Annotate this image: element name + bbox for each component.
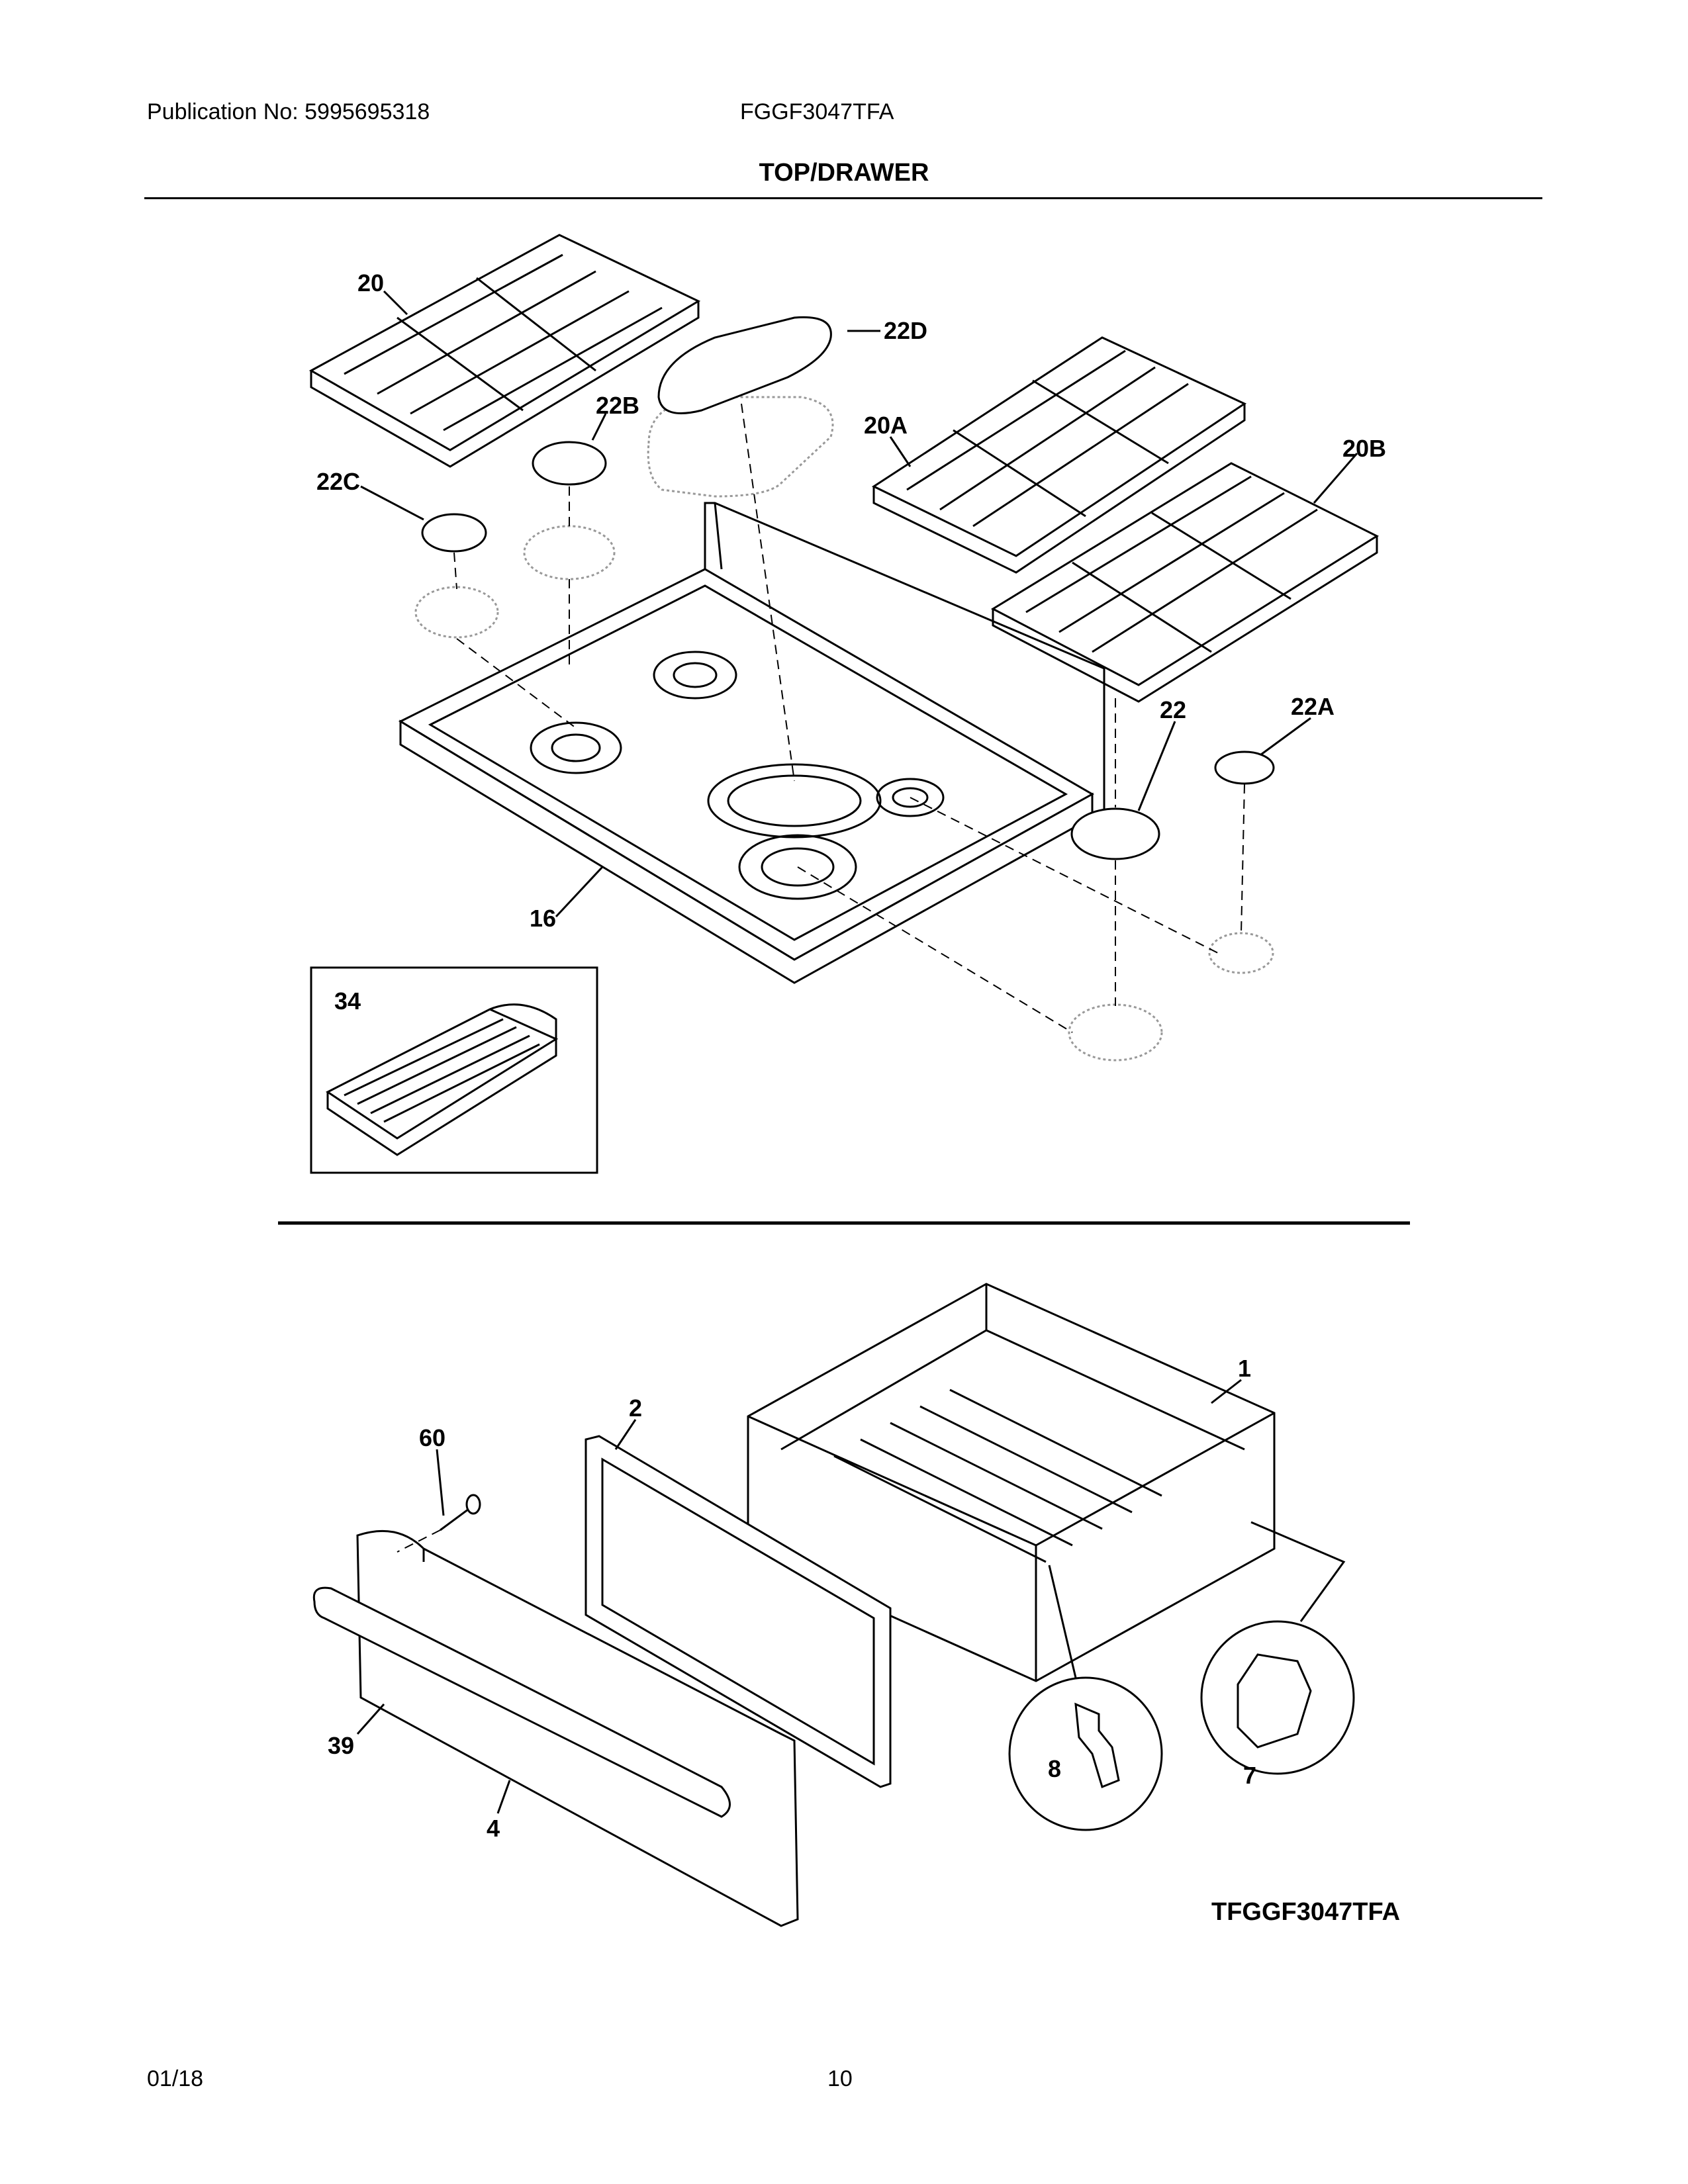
- oval-cap-part: [647, 316, 834, 498]
- callout-20b: 20B: [1342, 435, 1386, 462]
- callout-22d: 22D: [884, 317, 927, 344]
- model-number: FGGF3047TFA: [740, 99, 894, 124]
- griddle-part: [310, 966, 598, 1174]
- callout-leaders-top: [360, 290, 1358, 918]
- callout-8: 8: [1048, 1755, 1061, 1782]
- cap-rear-left-part: [532, 441, 607, 486]
- grate-right-part: [990, 462, 1380, 703]
- cap-rear-right-part: [1214, 751, 1275, 785]
- alignment-lines: [453, 403, 1245, 1033]
- burner-heads: [414, 525, 1274, 1062]
- callout-22b: 22B: [596, 392, 639, 419]
- callout-39: 39: [328, 1732, 354, 1759]
- callout-22: 22: [1160, 696, 1186, 723]
- callout-22a: 22A: [1291, 693, 1335, 720]
- bracket-detail: [1200, 1521, 1355, 1775]
- callout-leaders-drawer: [356, 1379, 1242, 1814]
- callout-16: 16: [530, 905, 556, 932]
- grate-left-part: [308, 234, 701, 468]
- screw-part: [397, 1494, 481, 1553]
- diagram-code: TFGGF3047TFA: [1211, 1898, 1401, 1926]
- clip-detail: [1008, 1565, 1163, 1831]
- grate-middle-part: [871, 336, 1247, 574]
- publication-number: Publication No: 5995695318: [147, 99, 430, 124]
- callout-20: 20: [357, 269, 384, 296]
- footer-date: 01/18: [147, 2066, 204, 2091]
- callout-60: 60: [419, 1424, 445, 1451]
- header-rule: [144, 197, 1542, 199]
- section-title: TOP/DRAWER: [759, 159, 929, 187]
- cap-front-left-part: [421, 513, 487, 553]
- drawer-liner-part: [585, 1435, 892, 1788]
- callout-2: 2: [629, 1394, 642, 1422]
- drawer-body-part: [747, 1283, 1276, 1682]
- callout-1: 1: [1238, 1355, 1251, 1382]
- cap-front-right-part: [1070, 807, 1160, 860]
- callout-20a: 20A: [864, 412, 908, 439]
- callout-34: 34: [334, 987, 361, 1015]
- callout-22c: 22C: [316, 468, 360, 495]
- cooktop-part: [398, 502, 1105, 984]
- callout-7: 7: [1243, 1762, 1256, 1789]
- page-number: 10: [827, 2066, 853, 2091]
- handle-part: [312, 1586, 731, 1818]
- callout-4: 4: [487, 1815, 500, 1842]
